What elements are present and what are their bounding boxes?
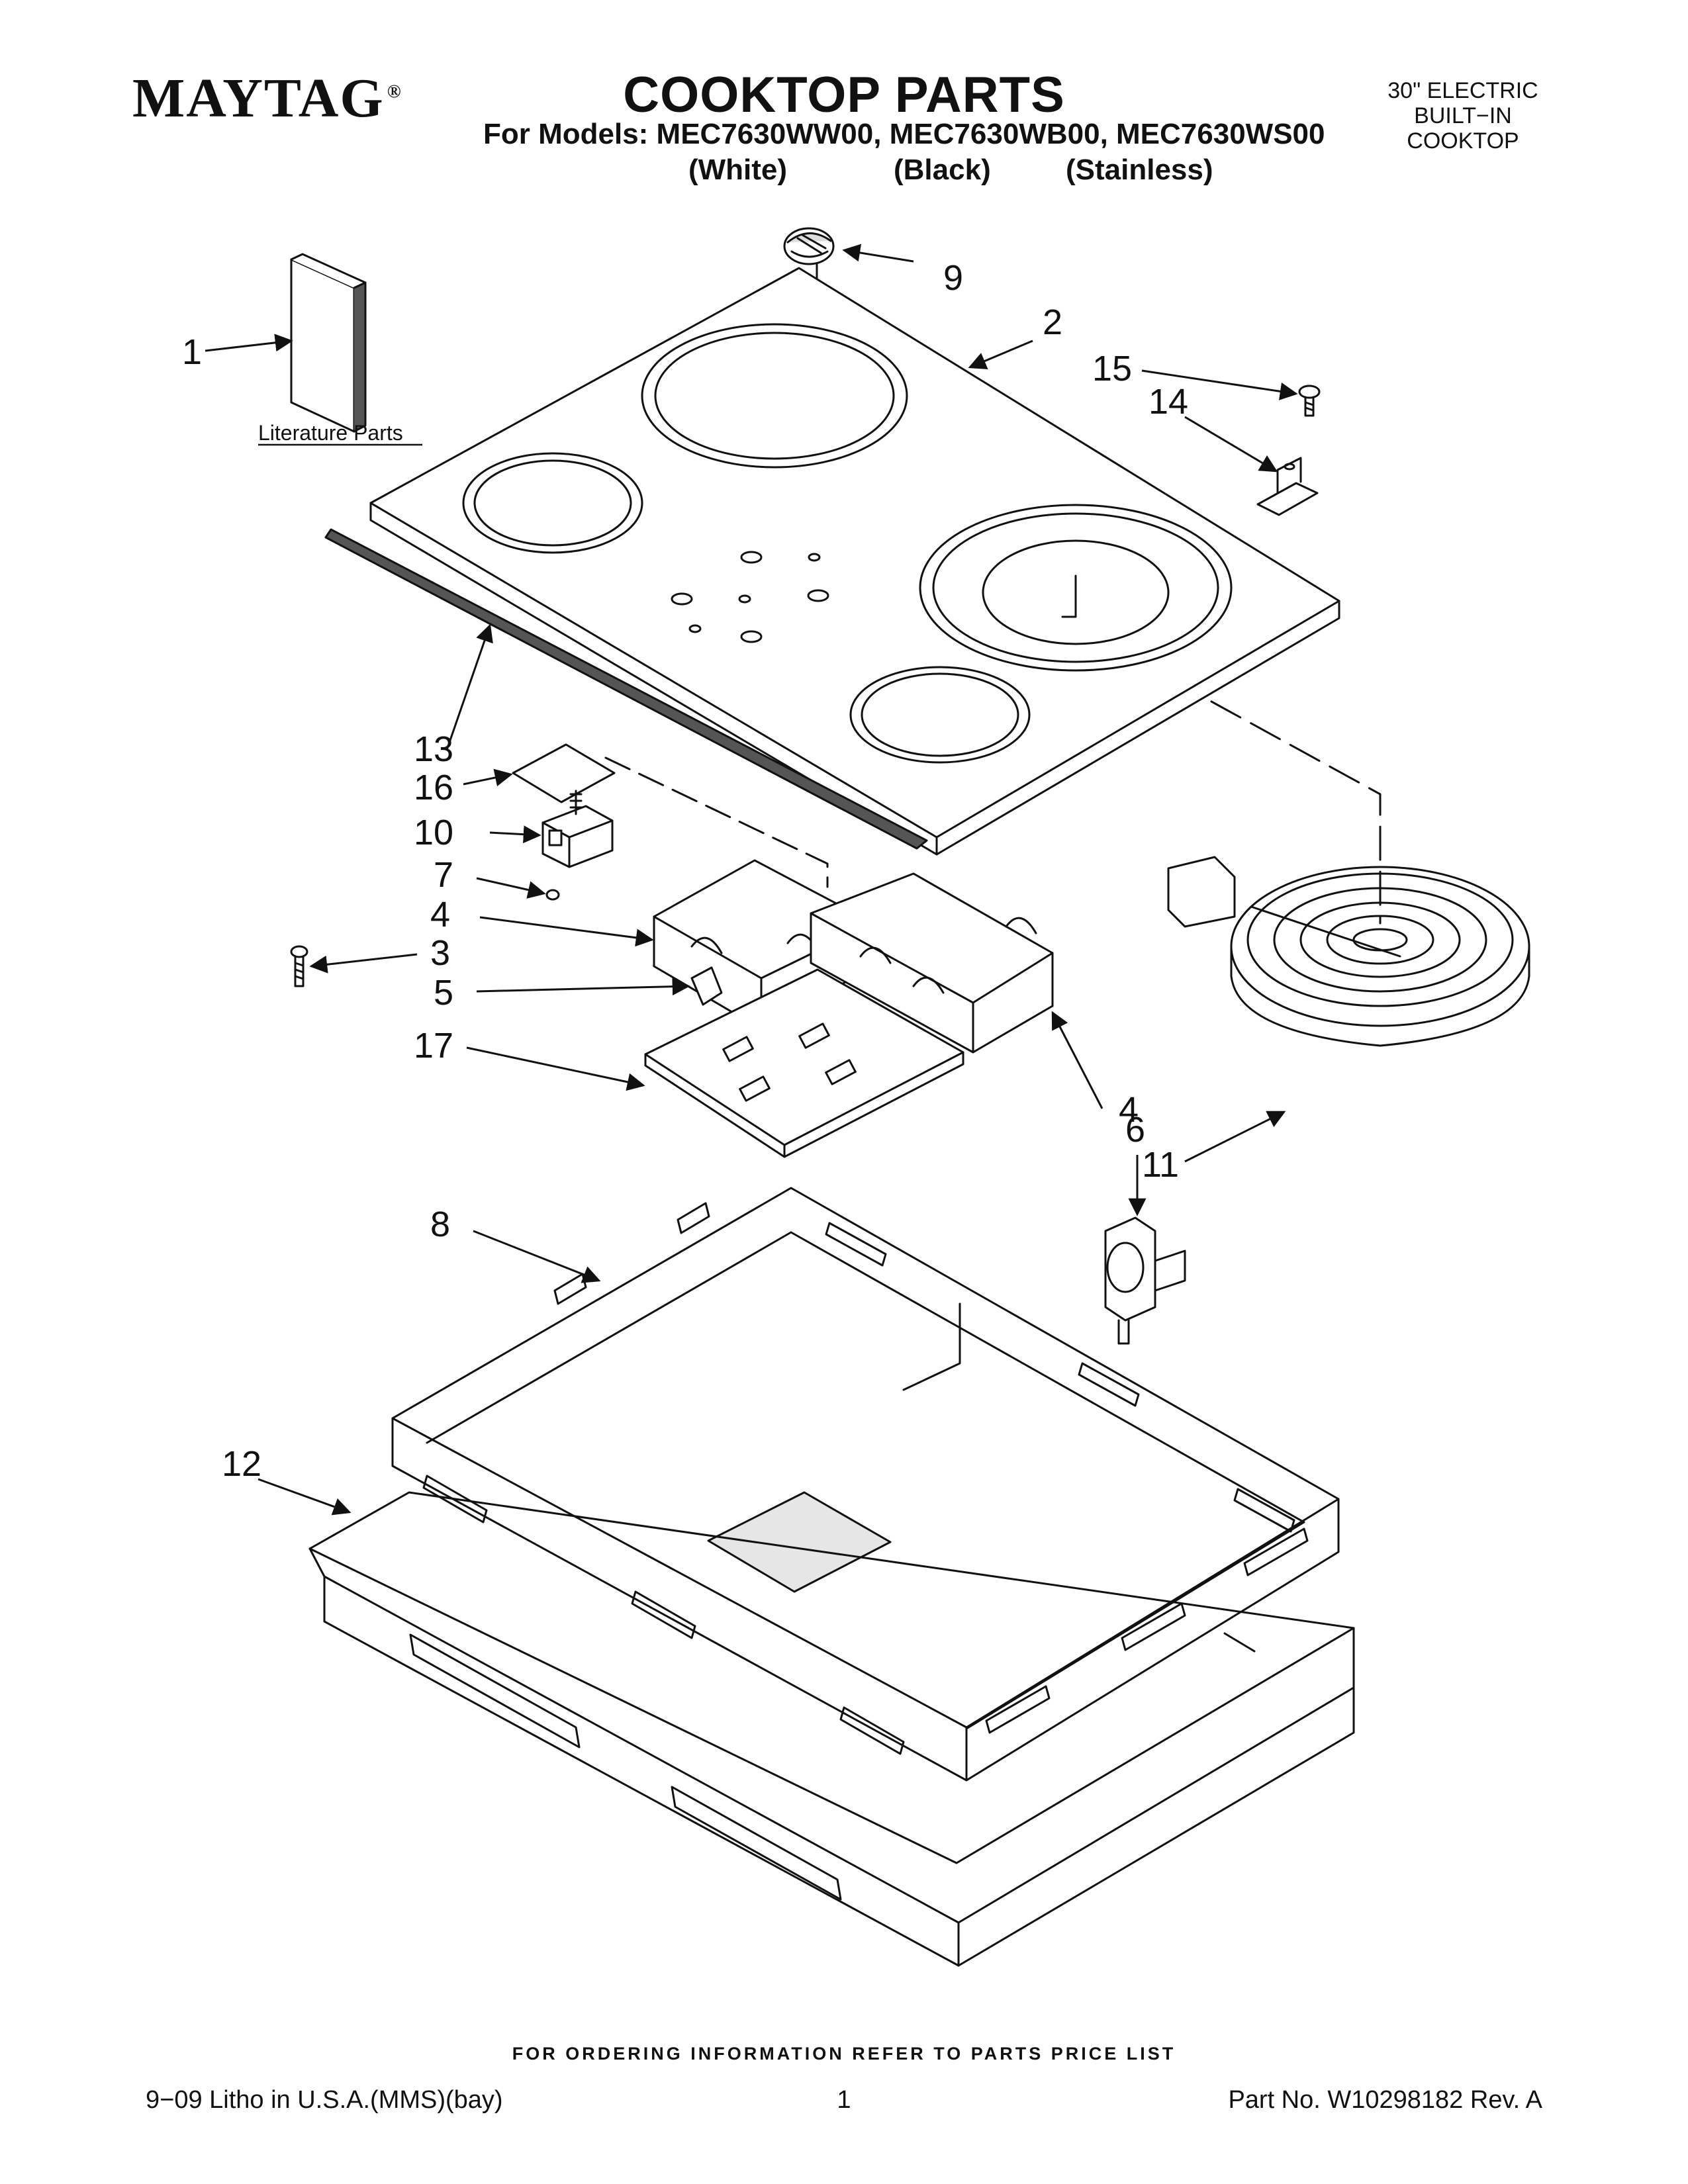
- page-title: COOKTOP PARTS: [623, 67, 1065, 123]
- glass-cooktop: [369, 267, 1340, 856]
- callout-10: 10: [414, 813, 453, 852]
- cooktop-trim-frame: [308, 1491, 1355, 1967]
- finish-stainless: (Stainless): [1066, 154, 1213, 186]
- callout-labels: 1 9 2 15 14 13 16 10 7 4 3 5 17 4 11 6 8…: [182, 258, 1188, 1484]
- product-type: 30" ELECTRIC BUILT−IN COOKTOP: [1364, 78, 1562, 154]
- callout-leaders: [205, 244, 1298, 1516]
- bracket-screw: [290, 945, 308, 987]
- finish-black: (Black): [894, 154, 991, 186]
- callout-15: 15: [1092, 349, 1132, 388]
- callout-2: 2: [1043, 302, 1062, 342]
- callout-3: 3: [430, 933, 450, 973]
- finish-white: (White): [688, 154, 788, 186]
- callout-13: 13: [414, 729, 453, 769]
- wire-clip: [690, 966, 723, 1006]
- callout-11: 11: [1142, 1145, 1179, 1185]
- element-assembly-line: [1210, 700, 1382, 925]
- callout-16: 16: [414, 768, 453, 807]
- burner-ring-large: [919, 504, 1233, 672]
- limiter-switch: [1104, 1216, 1186, 1345]
- trim-strip: [324, 528, 928, 850]
- switch-assembly-line: [604, 756, 829, 888]
- component-mounting-plate: [644, 968, 964, 1158]
- callout-17: 17: [414, 1026, 453, 1066]
- burner-ring-rear-left: [641, 323, 908, 469]
- product-type-line: BUILT−IN: [1414, 103, 1512, 128]
- switch-insulator: [512, 743, 616, 803]
- spring-clip: [545, 889, 560, 901]
- callout-7: 7: [434, 855, 453, 895]
- literature-parts-label: Literature Parts: [258, 421, 403, 445]
- callout-4: 4: [430, 895, 450, 934]
- callout-4-right: 4: [1119, 1090, 1139, 1130]
- ordering-note: FOR ORDERING INFORMATION REFER TO PARTS …: [512, 2044, 1176, 2064]
- control-knob: [783, 227, 835, 265]
- hold-down-bracket: [1256, 457, 1319, 516]
- callout-5: 5: [434, 973, 453, 1013]
- part-number: Part No. W10298182 Rev. A: [1228, 2086, 1542, 2114]
- product-type-line: COOKTOP: [1407, 128, 1519, 154]
- product-type-line: 30" ELECTRIC: [1387, 78, 1538, 103]
- brand-logo: MAYTAG®: [132, 66, 402, 130]
- brand-name: MAYTAG: [132, 68, 385, 129]
- page-number: 1: [837, 2086, 851, 2114]
- callout-12: 12: [222, 1444, 261, 1484]
- callout-8: 8: [430, 1205, 450, 1244]
- litho-info: 9−09 Litho in U.S.A.(MMS)(bay): [146, 2086, 503, 2114]
- callout-1: 1: [182, 332, 202, 372]
- callout-14: 14: [1149, 382, 1188, 422]
- literature-booklet: [290, 253, 367, 433]
- registered-mark: ®: [387, 81, 402, 102]
- control-bracket-right: [810, 872, 1054, 1054]
- burner-ring-left: [462, 452, 643, 554]
- radiant-surface-element: [1167, 856, 1530, 1047]
- mounting-screw: [1298, 385, 1321, 417]
- callout-6: 6: [1125, 1110, 1145, 1150]
- infinite-switch: [541, 790, 614, 868]
- models-line: For Models: MEC7630WW00, MEC7630WB00, ME…: [483, 118, 1325, 150]
- burner-ring-front: [849, 666, 1031, 764]
- callout-9: 9: [943, 258, 963, 298]
